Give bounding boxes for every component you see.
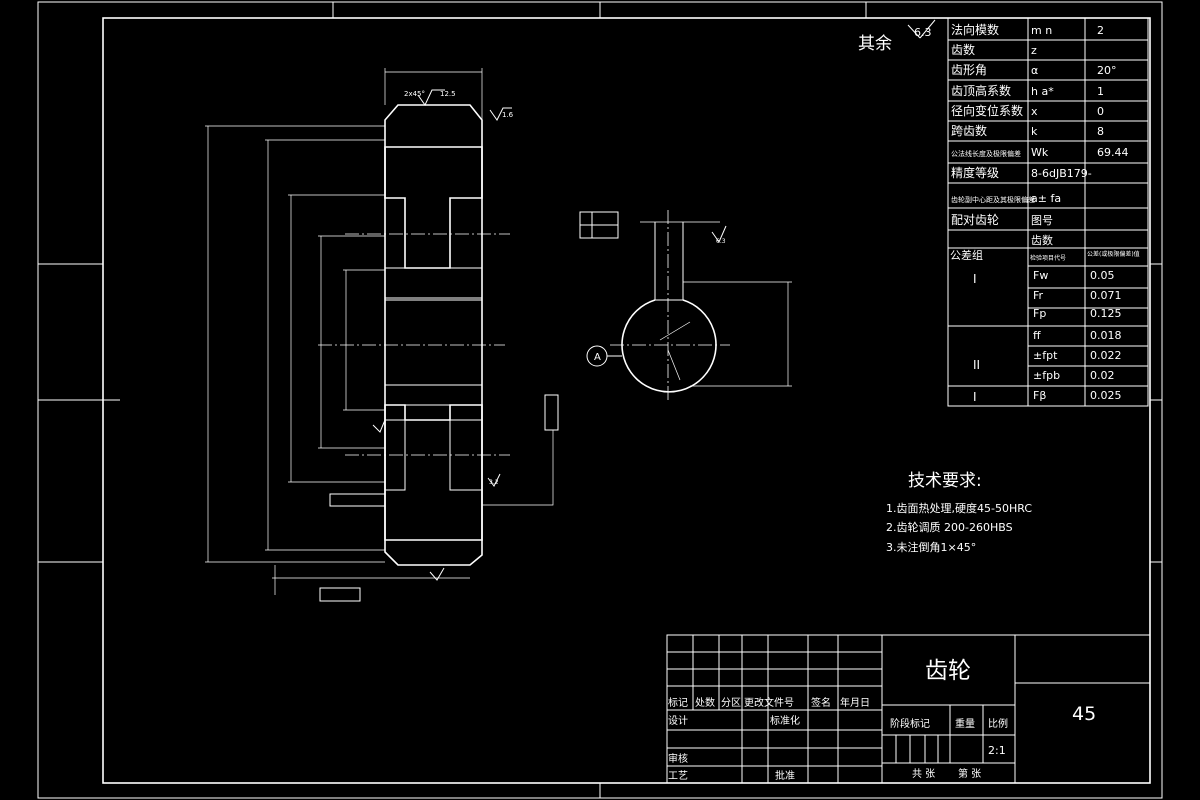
tolerance-code: Fr: [1033, 289, 1044, 302]
param-symbol: m n: [1031, 24, 1052, 37]
datum-a-label: A: [594, 352, 601, 363]
tolerance-value-header: 公差(或极限偏差)值: [1087, 250, 1140, 258]
rev-header-date: 年月日: [840, 696, 870, 709]
param-label: 法向模数: [951, 22, 999, 37]
weight-label: 重量: [955, 717, 975, 730]
tolerance-code: ±fpb: [1033, 369, 1060, 382]
role-review: 审核: [668, 752, 688, 765]
param-table-row-lines: [948, 39, 1148, 231]
param-value: 0: [1097, 105, 1104, 118]
tolerance-value: 0.071: [1090, 289, 1122, 302]
param-symbol: 齿数: [1031, 234, 1053, 247]
param-symbol: h a*: [1031, 85, 1054, 98]
role-process: 工艺: [668, 770, 688, 782]
param-label: 齿形角: [951, 63, 987, 77]
roughness-default-value: 6.3: [914, 26, 932, 39]
param-label: 齿顶高系数: [951, 83, 1011, 98]
rev-header-doc: 更改文件号: [744, 696, 794, 709]
param-value: 2: [1097, 24, 1104, 37]
tolerance-code: Fp: [1033, 307, 1046, 320]
param-symbol: z: [1031, 44, 1037, 57]
part-name: 齿轮: [925, 658, 971, 684]
roughness-top-value: 12.5: [440, 90, 456, 98]
tech-requirement-2: 2.齿轮调质 200-260HBS: [886, 520, 1013, 534]
param-value: 1: [1097, 85, 1104, 98]
param-label: 齿数: [951, 42, 975, 57]
tolerance-code: ±fpt: [1033, 349, 1058, 362]
param-label: 配对齿轮: [951, 213, 999, 227]
param-label: 径向变位系数: [951, 103, 1023, 118]
role-standard: 标准化: [770, 714, 800, 727]
tolerance-code: ff: [1033, 329, 1041, 342]
param-symbol: α: [1031, 64, 1038, 77]
tolerance-value: 0.022: [1090, 349, 1122, 362]
param-label: 齿轮副中心距及其极限偏差: [951, 195, 1035, 204]
sheets-total: 共 张: [912, 768, 935, 780]
geometric-tolerance-frame-bottom: [319, 587, 361, 602]
tolerance-code: Fw: [1033, 269, 1048, 282]
rev-header-zone: 分区: [721, 697, 741, 709]
param-symbol: 图号: [1031, 214, 1053, 227]
tech-requirements-title: 技术要求:: [908, 471, 982, 491]
zone-ticks: [38, 2, 1162, 798]
tech-requirement-1: 1.齿面热处理,硬度45-50HRC: [886, 501, 1032, 515]
rev-header-mark: 标记: [668, 697, 688, 709]
tech-requirement-3: 3.未注倒角1×45°: [886, 540, 976, 554]
scale-label: 比例: [988, 717, 1008, 730]
param-value: 69.44: [1097, 146, 1129, 159]
param-label: 公法线长度及极限偏差: [951, 149, 1021, 158]
tolerance-group: I: [973, 272, 977, 286]
rev-header-count: 处数: [695, 696, 715, 709]
param-table: 法向模数 m n 2 齿数 z 齿形角 α 20° 齿顶高系数 h a* 1 径向变位系数 x 0 跨齿数 k…: [951, 22, 1129, 247]
chamfer-note: 2x45°: [404, 90, 425, 98]
param-symbol: Wk: [1031, 146, 1049, 159]
geometric-tolerance-frame-left: [329, 493, 386, 507]
inner-border: [102, 17, 1151, 784]
tolerance-group-header: 公差组: [950, 248, 983, 262]
stage-label: 阶段标记: [890, 717, 930, 730]
role-approve: 批准: [775, 769, 795, 782]
param-symbol: a± fa: [1031, 192, 1061, 205]
geometric-tolerance-frame-right: [544, 394, 559, 431]
tolerance-group: I: [973, 390, 977, 404]
rev-header-sign: 签名: [811, 696, 831, 709]
bore-end-view: [579, 210, 792, 400]
param-symbol: k: [1031, 125, 1038, 138]
roughness-right-value: 1.6: [502, 111, 514, 119]
role-design: 设计: [668, 714, 688, 727]
param-symbol: 8-6dJB179-: [1031, 167, 1092, 180]
tolerance-item-header: 检验项目代号: [1030, 254, 1066, 262]
param-table-frame: [907, 17, 1149, 407]
roughness-keyway-value: 6.3: [716, 238, 726, 245]
tolerance-table-row-lines: [1028, 287, 1148, 367]
material: 45: [1072, 703, 1096, 725]
param-label: 跨齿数: [951, 123, 987, 138]
tolerance-value: 0.018: [1090, 329, 1122, 342]
param-label: 精度等级: [951, 165, 999, 180]
gear-section-view: [205, 68, 559, 602]
title-block-frame: [666, 634, 1151, 784]
tolerance-value: 0.125: [1090, 307, 1122, 320]
tolerance-value: 0.02: [1090, 369, 1115, 382]
scale-value: 2:1: [988, 744, 1006, 757]
param-value: 20°: [1097, 64, 1117, 77]
tolerance-code: Fβ: [1033, 389, 1046, 402]
param-symbol: x: [1031, 105, 1038, 118]
tolerance-value: 0.05: [1090, 269, 1115, 282]
roughness-bore-value: 3.2: [489, 479, 499, 486]
tolerance-value: 0.025: [1090, 389, 1122, 402]
param-value: 8: [1097, 125, 1104, 138]
tolerance-group: II: [973, 358, 980, 372]
sheet-number: 第 张: [958, 767, 981, 780]
roughness-default-label: 其余: [858, 34, 892, 54]
